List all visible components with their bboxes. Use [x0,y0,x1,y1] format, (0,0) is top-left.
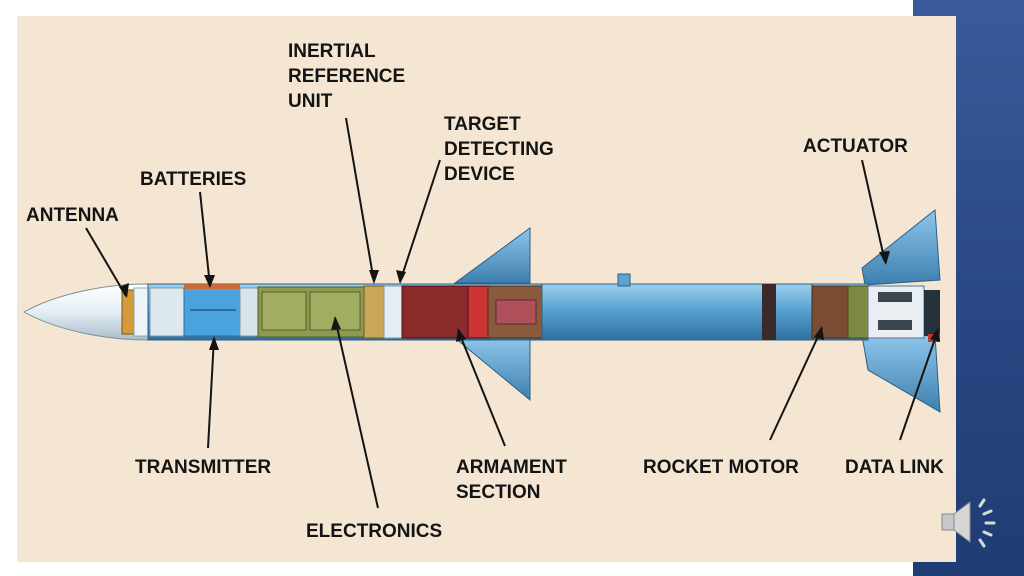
tail-fin-top [861,209,941,286]
label-transmitter: TRANSMITTER [135,457,271,478]
actuator-rod-a [878,292,912,302]
target-detecting-device [383,285,403,339]
armament-section [401,285,469,339]
actuator-section [847,285,869,339]
label-actuator: ACTUATOR [803,136,908,157]
antenna-section [121,289,135,335]
leader-lines [85,117,939,509]
electronics-board-a [261,291,307,331]
label-armament-section: ARMAMENT SECTION [456,457,572,503]
tail-fin-bottom [861,334,941,413]
batteries-section [183,287,241,337]
motor-aft [811,285,849,339]
forward-fin-bottom [453,337,531,402]
label-data-link: DATA LINK [845,457,944,478]
armament-fuze [467,285,489,339]
batteries-band [184,284,240,289]
transmitter-section [149,287,185,337]
antenna-housing [133,287,149,337]
launch-lug [617,273,631,287]
leader-arrowheads [119,251,940,350]
battery-cap [239,287,259,337]
inertial-reference-unit [363,285,385,339]
label-target-detecting-device: TARGET DETECTING DEVICE [444,114,559,185]
label-rocket-motor: ROCKET MOTOR [643,457,799,478]
label-inertial-reference-unit: INERTIAL REFERENCE UNIT [288,41,410,112]
speaker-icon[interactable] [936,492,1008,552]
motor-band [762,284,776,340]
actuator-rod-b [878,320,912,330]
motor-grain [495,299,537,325]
label-batteries: BATTERIES [140,169,246,190]
label-antenna: ANTENNA [26,205,119,226]
forward-fin-top [453,227,531,284]
label-electronics: ELECTRONICS [306,521,442,542]
nozzle [924,290,940,336]
